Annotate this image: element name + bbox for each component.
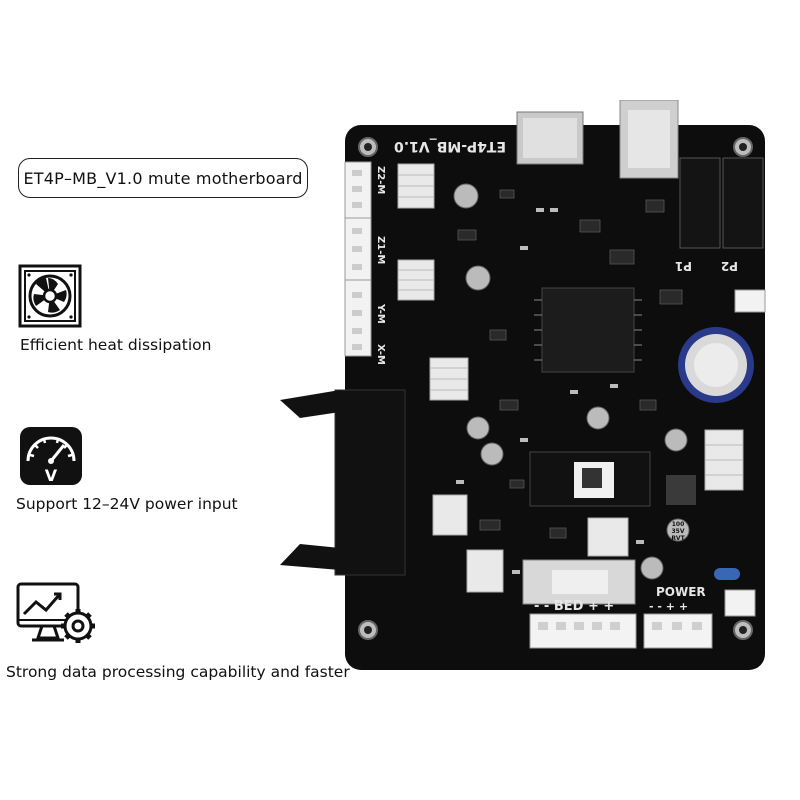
capacitor-rvt-label: RVT [671, 535, 685, 542]
motherboard-photo: ET4P-MB_V1.0 Z2-M Z1-M Y-M X-M [280, 99, 780, 684]
power-terminal-label: POWER [656, 585, 706, 599]
capacitor-value-label: 100 [672, 521, 685, 528]
fan-icon [18, 264, 82, 332]
capacitor-voltage-label: 35V [672, 528, 685, 535]
bed-terminal-label: - - BED + + [534, 599, 614, 614]
power-polarity-label: - - + + [649, 600, 688, 613]
feature-heat-label: Efficient heat dissipation [20, 336, 212, 354]
monitor-chart-gear-icon [16, 582, 98, 652]
product-title: ET4P–MB_V1.0 mute motherboard [18, 158, 308, 198]
svg-text:V: V [45, 466, 58, 485]
y-motor-label: Y-M [375, 303, 386, 324]
z2-motor-label: Z2-M [375, 166, 386, 194]
feature-data-label: Strong data processing capability and fa… [6, 663, 350, 681]
board-name-silkscreen: ET4P-MB_V1.0 [394, 138, 506, 154]
z1-motor-label: Z1-M [375, 236, 386, 264]
p1-header-label: P1 [675, 259, 692, 273]
p2-header-label: P2 [721, 259, 738, 273]
voltmeter-icon: V [18, 425, 84, 491]
x-motor-label: X-M [375, 344, 386, 365]
feature-power-label: Support 12–24V power input [16, 495, 238, 513]
